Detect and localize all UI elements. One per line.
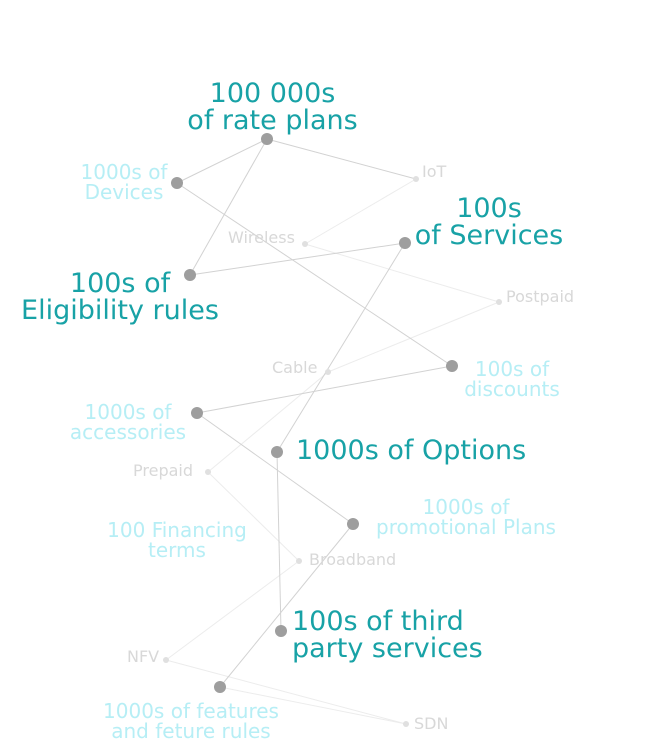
edge-rate_plans-devices [176, 138, 268, 184]
node-sdn [403, 721, 409, 727]
node-broadband [296, 558, 302, 564]
label-sdn: SDN [414, 714, 449, 733]
label-eligibility-rules: 100s of Eligibility rules [21, 268, 219, 326]
label-accessories: 1000s of accessories [69, 400, 187, 444]
edge-services-options [276, 242, 406, 453]
edge-wireless-postpaid [304, 243, 500, 303]
label-prepaid: Prepaid [133, 461, 193, 480]
label-options: 1000s of Options [296, 435, 527, 466]
label-promotional-plans: 1000s of promotional Plans [376, 495, 556, 539]
label-rate-plans: 100 000s of rate plans [187, 78, 358, 136]
label-services: 100s of Services [414, 193, 564, 251]
label-cable: Cable [272, 358, 318, 377]
edge-options-third_party [276, 451, 282, 632]
label-postpaid: Postpaid [506, 287, 575, 306]
label-broadband: Broadband [309, 550, 397, 569]
edge-prepaid-broadband [207, 471, 300, 562]
node-options [271, 446, 283, 458]
edge-accessories-promotional [196, 412, 354, 525]
edge-promotional-features [219, 523, 354, 688]
node-devices [171, 177, 183, 189]
node-prepaid [205, 469, 211, 475]
node-features [214, 681, 226, 693]
node-promotional [347, 518, 359, 530]
node-services [399, 237, 411, 249]
edge-features-sdn [219, 686, 407, 725]
node-wireless [302, 241, 308, 247]
edge-discounts-accessories [196, 365, 453, 414]
edge-eligibility-services [189, 242, 406, 276]
node-accessories [191, 407, 203, 419]
node-rate-plans [261, 133, 273, 145]
label-financing-terms: 100 Financing terms [107, 518, 247, 562]
node-discounts [446, 360, 458, 372]
edge-postpaid-cable [327, 301, 500, 373]
label-third-party-services: 100s of third party services [292, 606, 483, 664]
node-iot [413, 176, 419, 182]
edge-cable-prepaid [207, 371, 329, 473]
node-eligibility [184, 269, 196, 281]
node-nfv [163, 657, 169, 663]
edge-nfv-sdn [165, 659, 407, 725]
edge-rate_plans-iot [266, 138, 417, 180]
node-postpaid [496, 299, 502, 305]
label-nfv: NFV [127, 647, 160, 666]
label-features-rules: 1000s of features and feture rules [103, 699, 279, 743]
node-third-party [275, 625, 287, 637]
edge-rate_plans-eligibility [189, 138, 268, 276]
edge-broadband-nfv [165, 560, 300, 661]
label-wireless: Wireless [228, 228, 295, 247]
edge-devices-discounts [176, 182, 453, 367]
edge-iot-wireless [304, 178, 417, 245]
label-discounts: 100s of discounts [464, 357, 560, 401]
node-cable [325, 369, 331, 375]
label-devices: 1000s of Devices [80, 160, 168, 204]
label-iot: IoT [422, 162, 447, 181]
